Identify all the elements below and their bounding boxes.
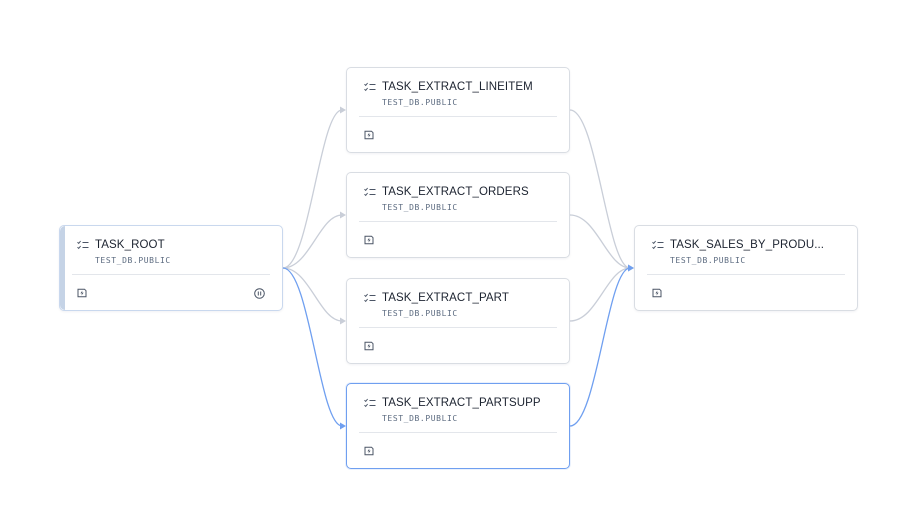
task-title: TASK_SALES_BY_PRODU... [670,239,825,251]
task-node-extract-partsupp[interactable]: TASK_EXTRACT_PARTSUPP TEST_DB.PUBLIC [346,383,570,469]
task-node-root[interactable]: TASK_ROOT TEST_DB.PUBLIC [59,225,283,311]
task-list-icon [364,293,376,303]
edge-lineitem-to-sales [569,109,631,269]
task-schema: TEST_DB.PUBLIC [95,256,171,265]
edge-arrowhead [340,211,346,219]
node-divider [72,274,270,275]
node-divider [359,432,557,433]
task-run-icon[interactable] [652,288,662,298]
pause-icon[interactable] [254,288,265,299]
task-run-icon[interactable] [364,446,374,456]
task-schema: TEST_DB.PUBLIC [382,98,458,107]
node-divider [647,274,845,275]
edge-arrowhead [340,422,346,430]
task-node-extract-part[interactable]: TASK_EXTRACT_PART TEST_DB.PUBLIC [346,278,570,364]
edge-arrowhead [340,317,346,325]
task-schema: TEST_DB.PUBLIC [670,256,746,265]
edge-root-to-partsupp [282,267,343,427]
task-schema: TEST_DB.PUBLIC [382,309,458,318]
task-list-icon [364,187,376,197]
edge-orders-to-sales [569,214,631,269]
edge-root-to-part [282,267,343,322]
task-run-icon[interactable] [364,235,374,245]
root-accent-bar [60,226,65,310]
task-node-extract-lineitem[interactable]: TASK_EXTRACT_LINEITEM TEST_DB.PUBLIC [346,67,570,153]
edge-partsupp-to-sales [569,267,631,427]
edge-root-to-lineitem [282,109,343,269]
task-run-icon[interactable] [77,288,87,298]
task-title: TASK_EXTRACT_PARTSUPP [382,397,541,409]
node-divider [359,221,557,222]
task-title: TASK_EXTRACT_ORDERS [382,186,529,198]
edge-part-to-sales [569,267,631,322]
task-list-icon [364,398,376,408]
task-run-icon[interactable] [364,341,374,351]
task-list-icon [364,82,376,92]
task-node-extract-orders[interactable]: TASK_EXTRACT_ORDERS TEST_DB.PUBLIC [346,172,570,258]
task-title: TASK_ROOT [95,239,165,251]
node-divider [359,327,557,328]
task-title: TASK_EXTRACT_LINEITEM [382,81,533,93]
task-list-icon [77,240,89,250]
task-node-sales-by-product[interactable]: TASK_SALES_BY_PRODU... TEST_DB.PUBLIC [634,225,858,311]
task-schema: TEST_DB.PUBLIC [382,414,458,423]
task-list-icon [652,240,664,250]
edge-root-to-orders [282,214,343,269]
edge-arrowhead [340,106,346,114]
task-schema: TEST_DB.PUBLIC [382,203,458,212]
task-title: TASK_EXTRACT_PART [382,292,509,304]
edge-arrowhead [628,264,634,272]
task-run-icon[interactable] [364,130,374,140]
node-divider [359,116,557,117]
